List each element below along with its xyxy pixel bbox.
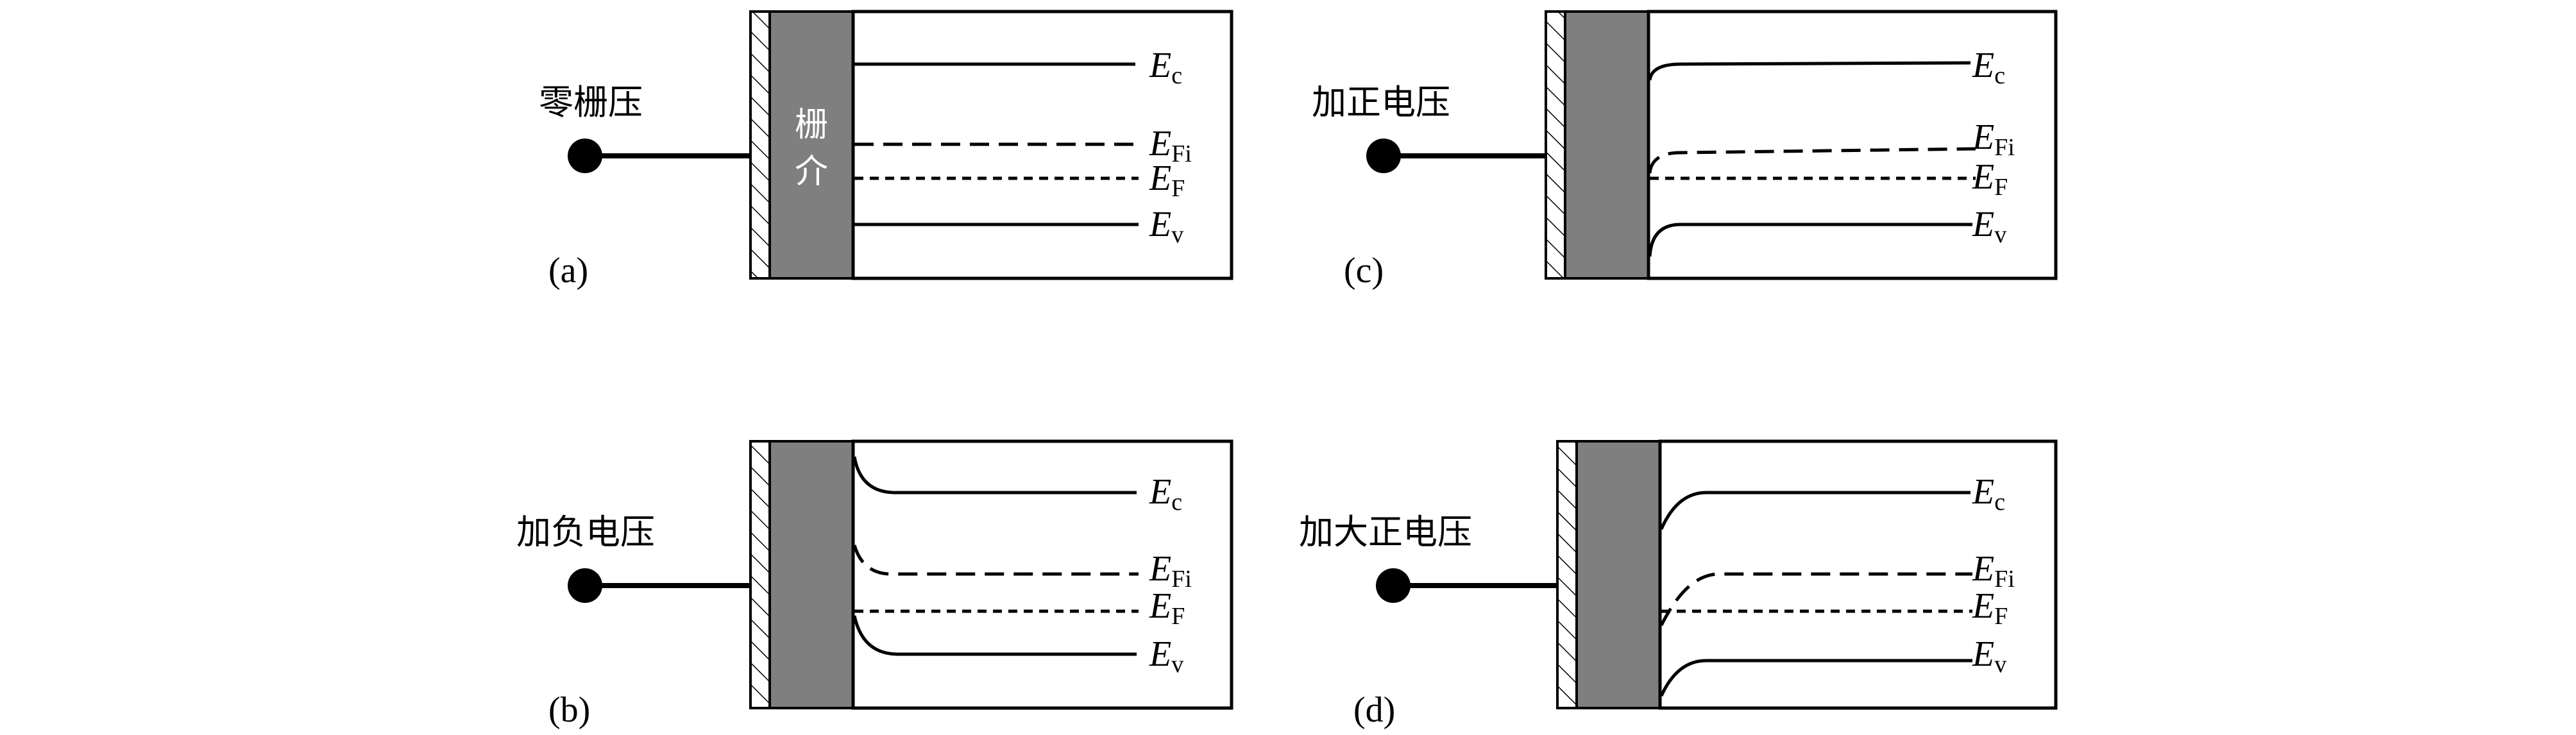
gate-dielectric <box>768 440 854 709</box>
label-ef: EF <box>1149 158 1185 202</box>
label-ec: Ec <box>1149 472 1182 516</box>
intrinsic-fermi-line <box>1659 572 1972 627</box>
label-ec: Ec <box>1972 472 2005 516</box>
label-ec: Ec <box>1972 46 2005 89</box>
semiconductor-box <box>1647 10 2058 280</box>
panel-caption: (c) <box>1344 251 1384 291</box>
metal-gate <box>1556 440 1578 709</box>
gate-dielectric <box>1575 440 1661 709</box>
voltage-label: 加正电压 <box>1312 82 1450 122</box>
panel-caption: (b) <box>548 690 590 730</box>
gate-text-1: 栅 <box>795 106 828 144</box>
intrinsic-fermi-line <box>1648 147 1976 174</box>
label-efi: EFi <box>1149 124 1192 167</box>
valence-band-line <box>1648 223 1972 257</box>
semiconductor-box <box>851 10 1233 280</box>
panel-b: 加负电压 Ec EFi EF Ev (b) <box>516 439 1233 730</box>
voltage-label: 零栅压 <box>539 82 643 122</box>
label-ev: Ev <box>1149 205 1183 248</box>
label-ec: Ec <box>1149 46 1182 89</box>
semiconductor-box <box>1658 439 2058 710</box>
intrinsic-fermi-line <box>852 545 1139 576</box>
label-ef: EF <box>1149 586 1185 630</box>
label-ev: Ev <box>1972 205 2006 248</box>
panel-caption: (a) <box>548 251 588 291</box>
label-ev: Ev <box>1149 634 1183 678</box>
label-ef: EF <box>1972 586 2008 630</box>
panel-d: 加大正电压 Ec EFi EF Ev (d) <box>1299 439 2058 730</box>
panel-c: 加正电压 Ec EFi EF Ev (c) <box>1312 10 2058 291</box>
voltage-label: 加负电压 <box>516 512 655 552</box>
panel-caption: (d) <box>1353 690 1395 730</box>
label-ev: Ev <box>1972 634 2006 678</box>
gate-dielectric <box>768 10 854 280</box>
voltage-label: 加大正电压 <box>1299 512 1472 552</box>
semiconductor-box <box>851 439 1233 710</box>
valence-band-line <box>1659 659 1972 697</box>
label-efi: EFi <box>1972 549 2015 593</box>
conduction-band-line <box>1659 491 1970 530</box>
valence-band-line <box>852 615 1137 656</box>
conduction-band-line <box>852 456 1137 494</box>
label-efi: EFi <box>1972 117 2015 161</box>
gate-text-2: 介 <box>795 153 828 191</box>
conduction-band-line <box>1648 61 1971 81</box>
panel-a: 零栅压 栅 介 Ec EFi EF Ev (a) <box>539 10 1233 291</box>
gate-dielectric <box>1564 10 1650 280</box>
metal-gate <box>1545 10 1566 280</box>
metal-gate <box>749 10 771 280</box>
metal-gate <box>749 440 771 709</box>
label-efi: EFi <box>1149 549 1192 593</box>
label-ef: EF <box>1972 157 2008 201</box>
